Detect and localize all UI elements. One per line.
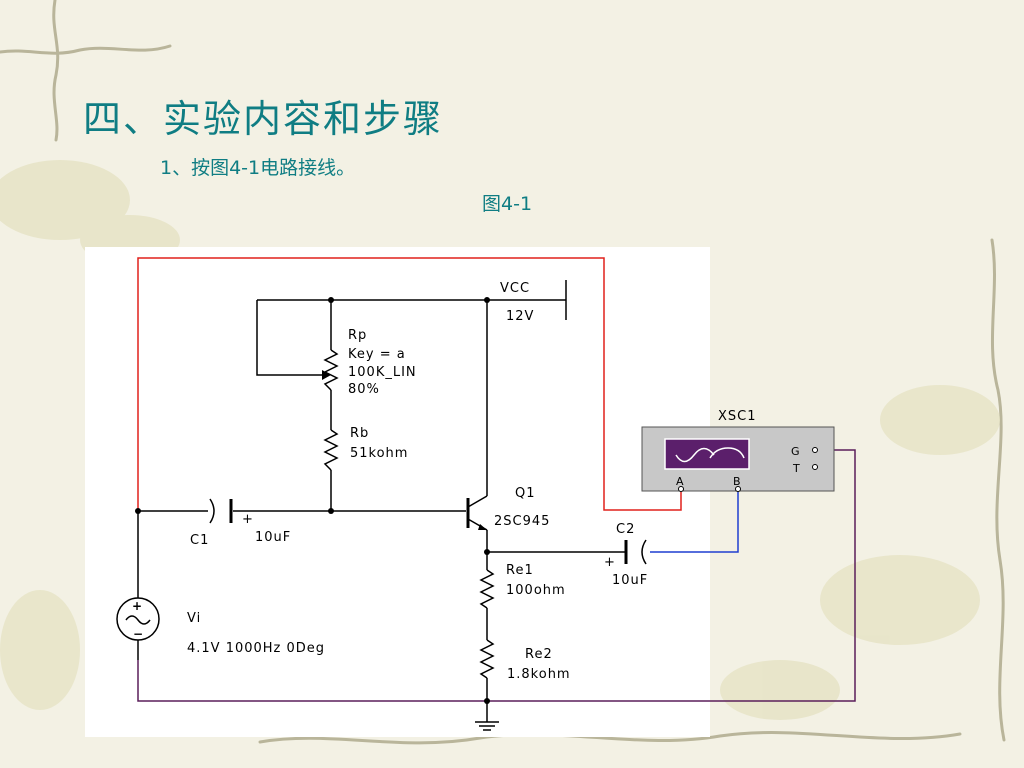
vi-value: 4.1V 1000Hz 0Deg bbox=[187, 641, 325, 656]
re1-name: Re1 bbox=[506, 563, 534, 578]
oscilloscope bbox=[641, 426, 835, 492]
svg-text:−: − bbox=[133, 627, 144, 641]
schematic-canvas bbox=[85, 247, 710, 737]
c1-value: 10uF bbox=[255, 530, 291, 545]
svg-text:+: + bbox=[604, 555, 616, 570]
rp-key: Key = a bbox=[348, 347, 406, 362]
rp-name: Rp bbox=[348, 328, 367, 343]
re2-value: 1.8kohm bbox=[507, 667, 571, 682]
junction-dots bbox=[135, 297, 490, 704]
q1-model: 2SC945 bbox=[494, 514, 550, 529]
rp-value: 100K_LIN bbox=[348, 365, 417, 380]
rp-wiper-arrow bbox=[322, 370, 331, 380]
re2-name: Re2 bbox=[525, 647, 553, 662]
c1-name: C1 bbox=[190, 533, 209, 548]
q1-name: Q1 bbox=[515, 486, 536, 501]
rb-value: 51kohm bbox=[350, 446, 408, 461]
step-instruction: 1、按图4-1电路接线。 bbox=[160, 157, 356, 179]
wire-ground-to-scope-g bbox=[137, 449, 856, 702]
scope-b-label: B bbox=[733, 475, 742, 488]
slide-title: 四、实验内容和步骤 bbox=[83, 97, 444, 141]
vcc-label: VCC bbox=[500, 281, 530, 296]
figure-label: 图4-1 bbox=[482, 193, 533, 215]
vcc-value: 12V bbox=[506, 309, 534, 324]
wire-output-to-scope-b bbox=[650, 492, 739, 553]
q1-emitter-arrow bbox=[478, 524, 487, 530]
wire-input-to-scope-a bbox=[137, 257, 682, 511]
scope-t-label: T bbox=[792, 462, 801, 475]
rb-name: Rb bbox=[350, 426, 369, 441]
vi-name: Vi bbox=[187, 611, 201, 626]
svg-text:+: + bbox=[132, 599, 143, 613]
c2-value: 10uF bbox=[612, 573, 648, 588]
rp-percent: 80% bbox=[348, 382, 380, 397]
c2-name: C2 bbox=[616, 522, 635, 537]
re1-value: 100ohm bbox=[506, 583, 566, 598]
scope-g-label: G bbox=[791, 445, 801, 458]
svg-text:+: + bbox=[242, 512, 254, 527]
scope-name: XSC1 bbox=[718, 409, 757, 424]
scope-a-label: A bbox=[676, 475, 685, 488]
